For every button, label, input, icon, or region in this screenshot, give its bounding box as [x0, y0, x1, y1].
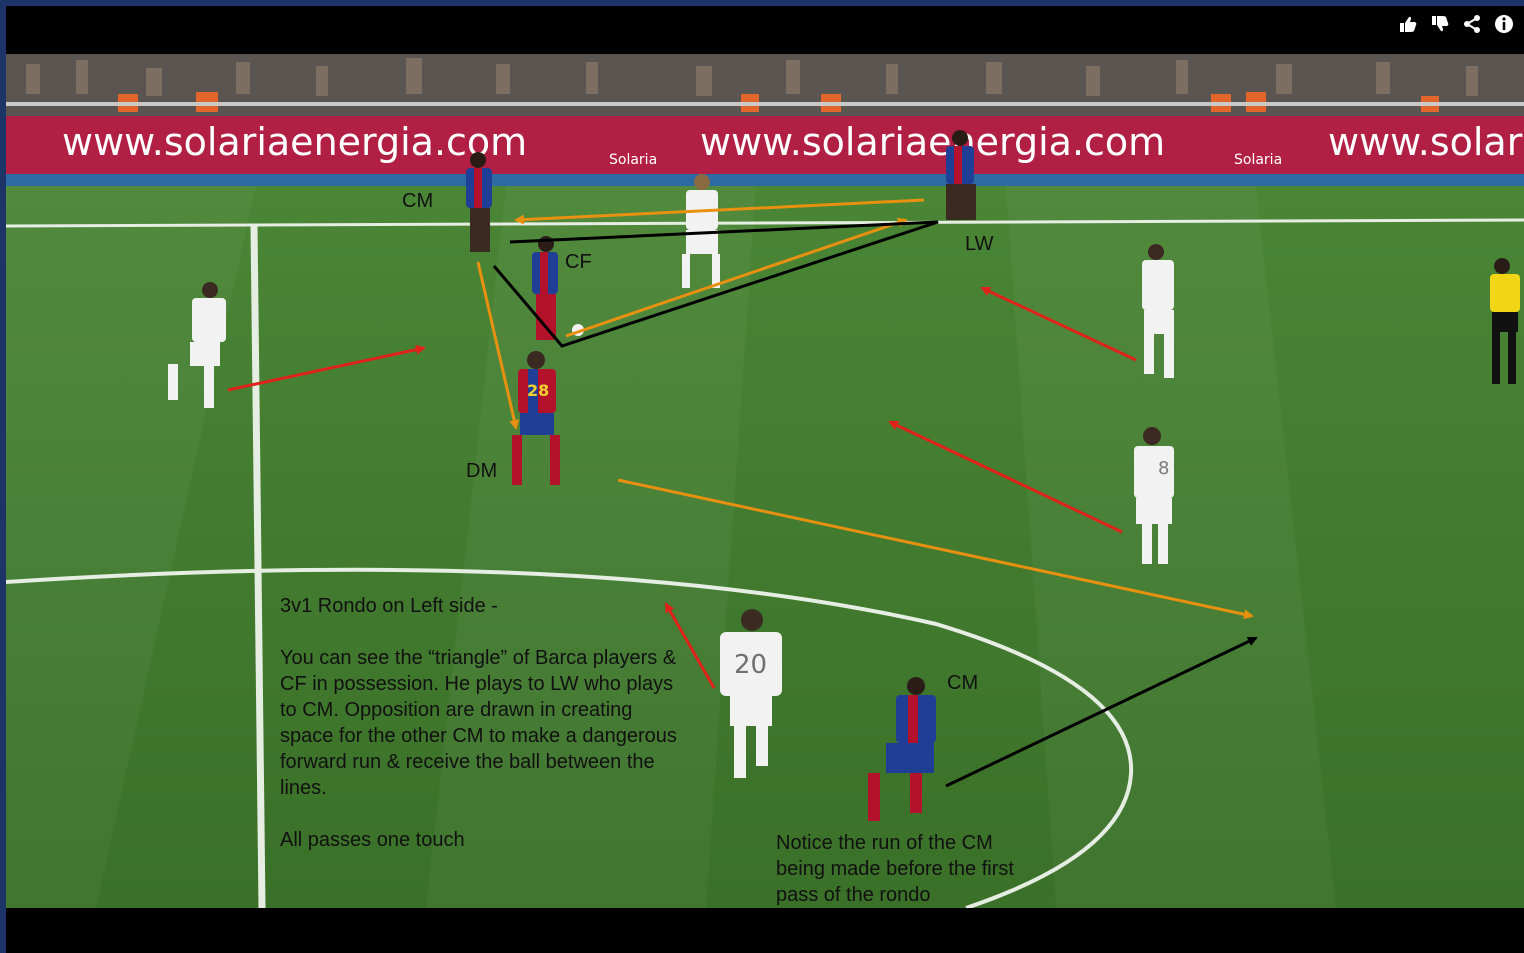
video-frame-image[interactable]: www.solariaenergia.com Solaria www.solar… [6, 54, 1524, 908]
thumbs-up-icon[interactable] [1398, 14, 1418, 34]
pass-arrow-cf-to-lw [565, 217, 908, 338]
rondo-annotation: 3v1 Rondo on Left side - You can see the… [280, 593, 680, 853]
player-white-20: 20 [720, 609, 782, 778]
pass-arrow-lw-to-cm [514, 198, 925, 225]
rondo-footer: All passes one touch [280, 829, 465, 851]
referee [1490, 258, 1520, 384]
pass-arrow-dm-to-space [617, 478, 1254, 620]
rondo-body: You can see the “triangle” of Barca play… [280, 647, 677, 799]
label-lw: LW [965, 233, 994, 255]
player-dm: 28 [512, 351, 560, 485]
player-white-left [168, 282, 226, 408]
press-arrow-right-middle [888, 420, 1123, 534]
player-lw [946, 130, 976, 220]
press-arrow-right-top [980, 286, 1137, 362]
ad-board [6, 116, 1524, 174]
rondo-title: 3v1 Rondo on Left side - [280, 595, 498, 617]
share-icon[interactable] [1462, 14, 1482, 34]
ad-board-brand-1: Solaria [609, 152, 657, 168]
ad-board-brand-2: Solaria [1234, 152, 1282, 168]
pass-arrow-cm-to-dm [476, 261, 520, 430]
thumbs-down-icon[interactable] [1430, 14, 1450, 34]
penalty-area-line [250, 225, 266, 908]
label-cm-bottom: CM [947, 672, 979, 694]
crowd-figures [26, 58, 1478, 96]
top-toolbar [6, 6, 1524, 54]
white-20-jersey-number: 20 [734, 650, 767, 680]
label-cf: CF [565, 251, 592, 273]
dm-jersey-number: 28 [527, 381, 549, 400]
player-cm-top [466, 152, 492, 252]
video-frame: www.solariaenergia.com Solaria www.solar… [6, 6, 1524, 953]
player-white-8: 8 [1134, 427, 1174, 564]
player-white-right [1142, 244, 1174, 378]
label-cm-top: CM [402, 190, 434, 212]
ad-board-text-3: www.solariaenergia.com [1328, 120, 1524, 164]
info-icon[interactable] [1494, 14, 1514, 34]
ad-board-text-2: www.solariaenergia.com [700, 120, 1165, 164]
label-dm: DM [466, 460, 498, 482]
run-note: Notice the run of the CM being made befo… [776, 832, 1014, 906]
bottom-bar [6, 908, 1524, 953]
touchline [6, 218, 1524, 228]
centre-circle [6, 567, 1134, 908]
pitch-stripes [6, 186, 1336, 908]
white-8-jersey-number: 8 [1158, 458, 1169, 479]
run-arrow-cm [945, 636, 1258, 788]
ad-board-text-1: www.solariaenergia.com [62, 120, 527, 164]
ad-board-blue-strip [6, 174, 1524, 186]
triangle-lines [492, 220, 939, 348]
press-arrow-left [227, 344, 426, 392]
crowd-railing [6, 102, 1524, 106]
player-cm-bottom [868, 677, 936, 821]
press-arrow-bottom [664, 602, 716, 689]
crowd [6, 54, 1524, 116]
